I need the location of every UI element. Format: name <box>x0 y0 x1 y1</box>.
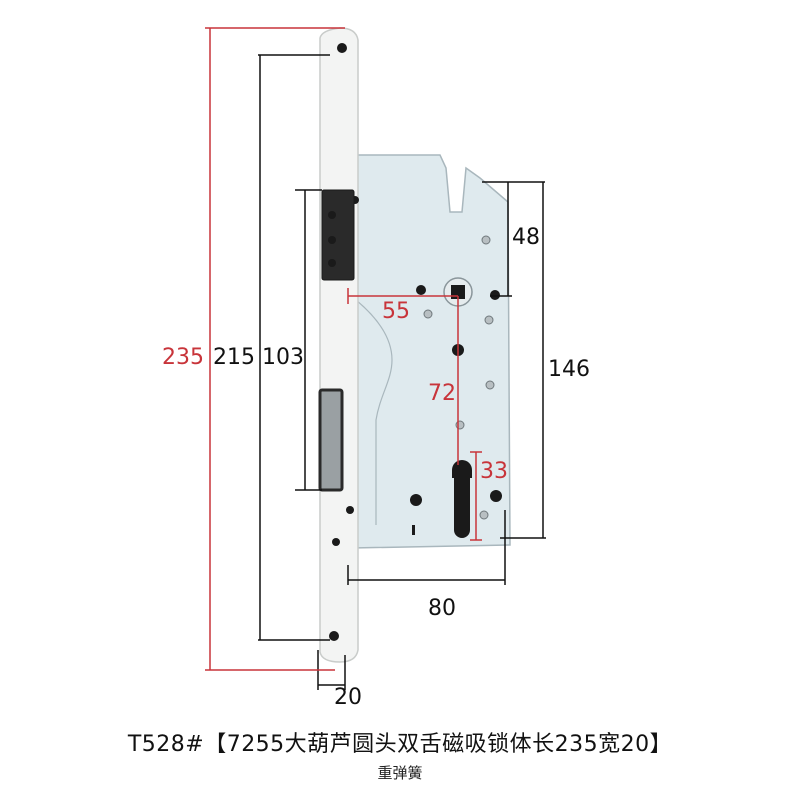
label-faceplate-width: 20 <box>334 685 362 710</box>
deadbolt <box>321 189 355 281</box>
case-screw-bottom <box>479 510 489 520</box>
case-screw-upper-right <box>481 235 491 245</box>
case-screw-mid <box>423 309 433 319</box>
label-center-distance: 72 <box>428 381 456 406</box>
dimension-upper-offset <box>482 181 545 297</box>
dimension-total-height <box>205 27 345 671</box>
label-upper-offset: 48 <box>512 225 540 250</box>
case-screw-mid-right <box>484 315 494 325</box>
faceplate-screw-hole-top <box>337 43 347 53</box>
faceplate-screw-hole-bottom <box>329 631 339 641</box>
faceplate <box>319 27 359 663</box>
case-slot <box>412 525 415 535</box>
label-case-height: 146 <box>548 357 590 382</box>
label-bolt-span: 103 <box>262 345 304 370</box>
cylinder-keyhole <box>452 460 472 538</box>
latch-bolt <box>318 388 344 492</box>
label-total-height: 235 <box>162 345 204 370</box>
dimension-case-depth <box>347 510 506 585</box>
case-hole-bottom-right <box>490 490 502 502</box>
dimension-case-height <box>500 182 546 539</box>
label-body-height: 215 <box>213 345 255 370</box>
deadbolt-pin-1 <box>328 211 336 219</box>
dimension-cylinder-offset <box>470 451 482 541</box>
dimension-backset <box>347 288 458 304</box>
lock-case <box>351 154 511 549</box>
product-subtitle: 重弹簧 <box>377 764 423 782</box>
faceplate-screw-hole-low <box>332 538 340 546</box>
case-hole-bottom-left <box>410 494 422 506</box>
dimension-bolt-span <box>295 189 322 491</box>
deadbolt-pin-2 <box>328 236 336 244</box>
case-screw-lower <box>455 420 465 430</box>
product-title: T528#【7255大葫芦圆头双舌磁吸锁体长235宽20】 <box>127 732 673 757</box>
label-cylinder-offset: 33 <box>480 459 508 484</box>
case-hole-right <box>490 290 500 300</box>
label-case-depth: 80 <box>428 596 456 621</box>
label-backset: 55 <box>382 299 410 324</box>
deadbolt-pin-3 <box>328 259 336 267</box>
case-hole-left <box>416 285 426 295</box>
case-screw-lower-right <box>485 380 495 390</box>
case-contour <box>355 299 393 525</box>
faceplate-screw-hole-mid <box>346 506 354 514</box>
dimension-body-height <box>258 54 330 641</box>
